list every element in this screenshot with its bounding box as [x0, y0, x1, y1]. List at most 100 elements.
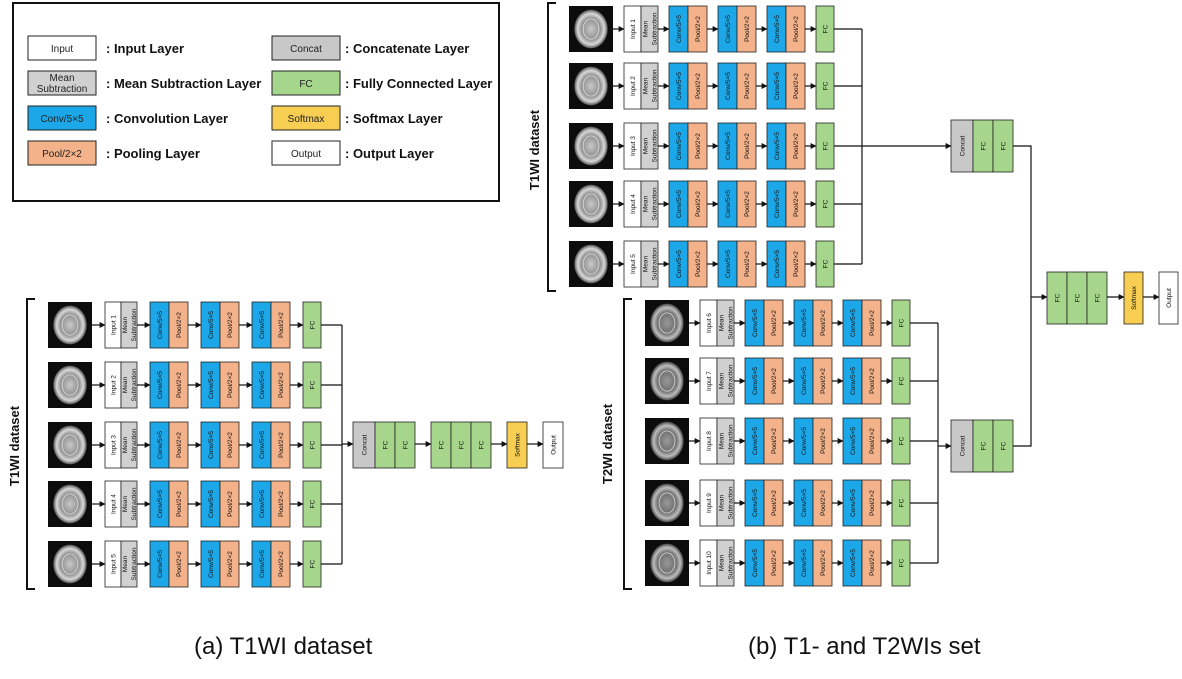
- panel-b-t2-row-1-conv-0-label: Conv/5×5: [752, 309, 759, 337]
- panel-a-row-4-fc: FC: [302, 480, 322, 528]
- panel-b-t2-row-3-pool-2-label: Pool/2×2: [869, 428, 876, 454]
- panel-a-fc-4: FC: [450, 421, 472, 469]
- legend-item-softmax: Softmax : Softmax Layer: [271, 105, 443, 131]
- panel-a-row-5-pool-1: Pool/2×2: [219, 540, 240, 588]
- legend-swatch-text: Pool/2×2: [42, 149, 82, 160]
- panel-a-fc-2-label: FC: [403, 440, 410, 449]
- panel-b-t2-row-5-conv-0: Conv/5×5: [744, 539, 765, 587]
- panel-a-row-4-mean-label-2: Subtraction: [131, 487, 138, 520]
- panel-a-row-5-mri: [48, 541, 92, 587]
- panel-b-t1-row-1-conv-1: Conv/5×5: [717, 5, 738, 53]
- legend-label-conv: : Convolution Layer: [106, 111, 228, 126]
- panel-b-t2-row-4-pool-2: Pool/2×2: [861, 479, 882, 527]
- panel-a-row-5-mri-brain: [53, 544, 87, 584]
- panel-a-bracket: [26, 298, 35, 590]
- panel-a-row-1-pool-2-label: Pool/2×2: [278, 312, 285, 338]
- panel-b-t2-dataset-label: T2WI dataset: [600, 403, 615, 484]
- panel-a-row-4-pool-0-label: Pool/2×2: [176, 491, 183, 517]
- panel-a-row-1-pool-1-label: Pool/2×2: [227, 312, 234, 338]
- panel-a-fc-2: FC: [394, 421, 416, 469]
- panel-b-t1-row-2-conv-0-label: Conv/5×5: [676, 72, 683, 100]
- panel-b-t1-row-3-pool-2-label: Pool/2×2: [793, 133, 800, 159]
- panel-b-t2-row-3-pool-0-label: Pool/2×2: [771, 428, 778, 454]
- panel-b-t2-row-2-pool-2-label: Pool/2×2: [869, 368, 876, 394]
- panel-a-row-3-conv-1: Conv/5×5: [200, 421, 221, 469]
- panel-b-t1-row-3-input-label: Input 3: [630, 136, 637, 156]
- panel-b-final-merge: [1013, 145, 1032, 447]
- legend-label-pool: : Pooling Layer: [106, 146, 200, 161]
- panel-b-t1-row-5-conv-2: Conv/5×5: [766, 240, 787, 288]
- panel-a-row-4-input: Input 4: [104, 480, 122, 528]
- panel-b-t2-row-1-pool-1: Pool/2×2: [812, 299, 833, 347]
- panel-a-row-5-pool-0: Pool/2×2: [168, 540, 189, 588]
- panel-b-t2-row-1-mean-label-1: Mean: [719, 314, 726, 331]
- panel-a-row-5-mri-detail: [61, 553, 79, 575]
- panel-a-row-2-pool-0: Pool/2×2: [168, 361, 189, 409]
- panel-b-t2-row-3-conv-2-label: Conv/5×5: [850, 427, 857, 455]
- panel-a-row-3-mri: [48, 422, 92, 468]
- panel-b-t1-row-4-conv-1: Conv/5×5: [717, 180, 738, 228]
- panel-b-final-fc-1: FC: [1046, 271, 1068, 325]
- panel-b-t2-row-5-mri-brain: [650, 543, 684, 583]
- panel-a-fc-5-label: FC: [479, 440, 486, 449]
- panel-a-row-3-input-label: Input 3: [111, 435, 118, 455]
- panel-b-t2-row-3-fc-label: FC: [899, 436, 906, 445]
- panel-b-t1-row-5-conv-1: Conv/5×5: [717, 240, 738, 288]
- panel-b-t2-bracket: [623, 298, 632, 590]
- panel-b-t1-row-3-pool-0-label: Pool/2×2: [695, 133, 702, 159]
- panel-b-t2-row-3-mean-label-1: Mean: [719, 432, 726, 449]
- panel-b-t1-row-4-conv-0: Conv/5×5: [668, 180, 689, 228]
- panel-a-row-4-conv-1-label: Conv/5×5: [208, 490, 215, 518]
- legend-label-mean: : Mean Subtraction Layer: [106, 76, 261, 91]
- panel-b-t1-row-4-mean-label-1: Mean: [643, 195, 650, 212]
- panel-a-output: Output: [542, 421, 564, 469]
- panel-b-t1-row-3-pool-1-label: Pool/2×2: [744, 133, 751, 159]
- legend-item-concat: Concat: Concatenate Layer: [271, 35, 469, 61]
- panel-b-t2-row-4-conv-2-label: Conv/5×5: [850, 489, 857, 517]
- legend-label-concat: : Concatenate Layer: [345, 41, 469, 56]
- panel-b-t2-row-2-mri-brain: [650, 361, 684, 401]
- legend-label-softmax: : Softmax Layer: [345, 111, 443, 126]
- panel-b-t1-row-4-pool-2: Pool/2×2: [785, 180, 806, 228]
- legend-item-output: Output: Output Layer: [271, 140, 434, 166]
- panel-b-t2-row-2-mri: [645, 358, 689, 404]
- panel-b-t1-row-5-pool-1-label: Pool/2×2: [744, 251, 751, 277]
- panel-b-t2-row-5-mri: [645, 540, 689, 586]
- panel-a-row-1-fc: FC: [302, 301, 322, 349]
- panel-b-t1-dataset-label: T1WI dataset: [527, 109, 542, 190]
- panel-a-row-5-mean-label-2: Subtraction: [131, 547, 138, 580]
- panel-a-fc-2-box: [394, 421, 416, 469]
- panel-a-row-2-mean-label-2: Subtraction: [131, 368, 138, 401]
- panel-b-t2-row-5-pool-1-label: Pool/2×2: [820, 550, 827, 576]
- panel-b-t2-row-3-pool-1: Pool/2×2: [812, 417, 833, 465]
- panel-a-row-5-mean-label-1: Mean: [122, 555, 129, 572]
- panel-a-row-5-pool-1-label: Pool/2×2: [227, 551, 234, 577]
- legend-swatch-text: Output: [291, 149, 321, 160]
- panel-a-row-5-fc-label: FC: [310, 559, 317, 568]
- panel-b-t2-row-3-pool-0: Pool/2×2: [763, 417, 784, 465]
- legend-swatch-input: [27, 35, 97, 61]
- panel-b-t1-row-4-mean-label-2: Subtraction: [652, 187, 659, 220]
- panel-b-t1-row-4-pool-2-label: Pool/2×2: [793, 191, 800, 217]
- panel-b-t1-fc-2-label: FC: [1001, 141, 1008, 150]
- panel-b-t1-row-5-mri-detail: [582, 253, 600, 275]
- panel-a-row-3-pool-2: Pool/2×2: [270, 421, 291, 469]
- panel-b-t1-fc-2: FC: [992, 119, 1014, 173]
- panel-b-t2-row-4-fc: FC: [891, 479, 911, 527]
- panel-b-output-label: Output: [1166, 288, 1173, 308]
- panel-b-t2-row-1-mri: [645, 300, 689, 346]
- panel-b-t1-row-5-fc: FC: [815, 240, 835, 288]
- panel-b-t1-row-1-pool-0-label: Pool/2×2: [695, 16, 702, 42]
- legend-swatch-text: Softmax: [288, 114, 325, 125]
- panel-b-t2-row-2-pool-0-label: Pool/2×2: [771, 368, 778, 394]
- panel-b-t2-fc-2: FC: [992, 419, 1014, 473]
- panel-a-row-5-conv-2: Conv/5×5: [251, 540, 272, 588]
